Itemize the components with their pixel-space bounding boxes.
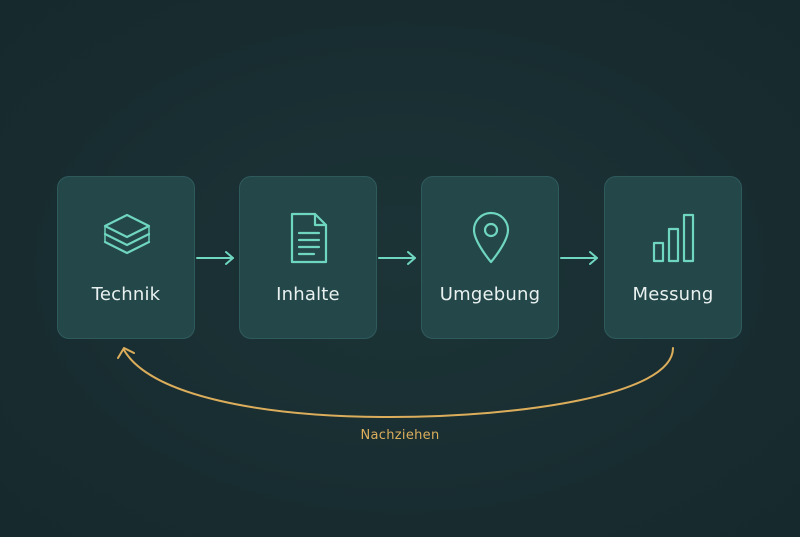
location-pin-icon [466,211,516,265]
step-label-inhalte: Inhalte [276,284,340,305]
arrow-right-icon [195,249,237,267]
arrow-right-icon [377,249,419,267]
step-messung: Messung [604,176,742,339]
document-icon [284,211,334,265]
step-label-umgebung: Umgebung [439,284,541,305]
layers-icon [102,211,152,265]
step-umgebung: Umgebung [421,176,559,339]
bar-chart-icon [649,211,699,265]
arrow-right-icon [559,249,601,267]
step-technik: Technik [57,176,195,339]
step-label-messung: Messung [632,284,714,305]
step-label-technik: Technik [91,284,161,305]
step-inhalte: Inhalte [239,176,377,339]
loop-label: Nachziehen [360,428,440,443]
